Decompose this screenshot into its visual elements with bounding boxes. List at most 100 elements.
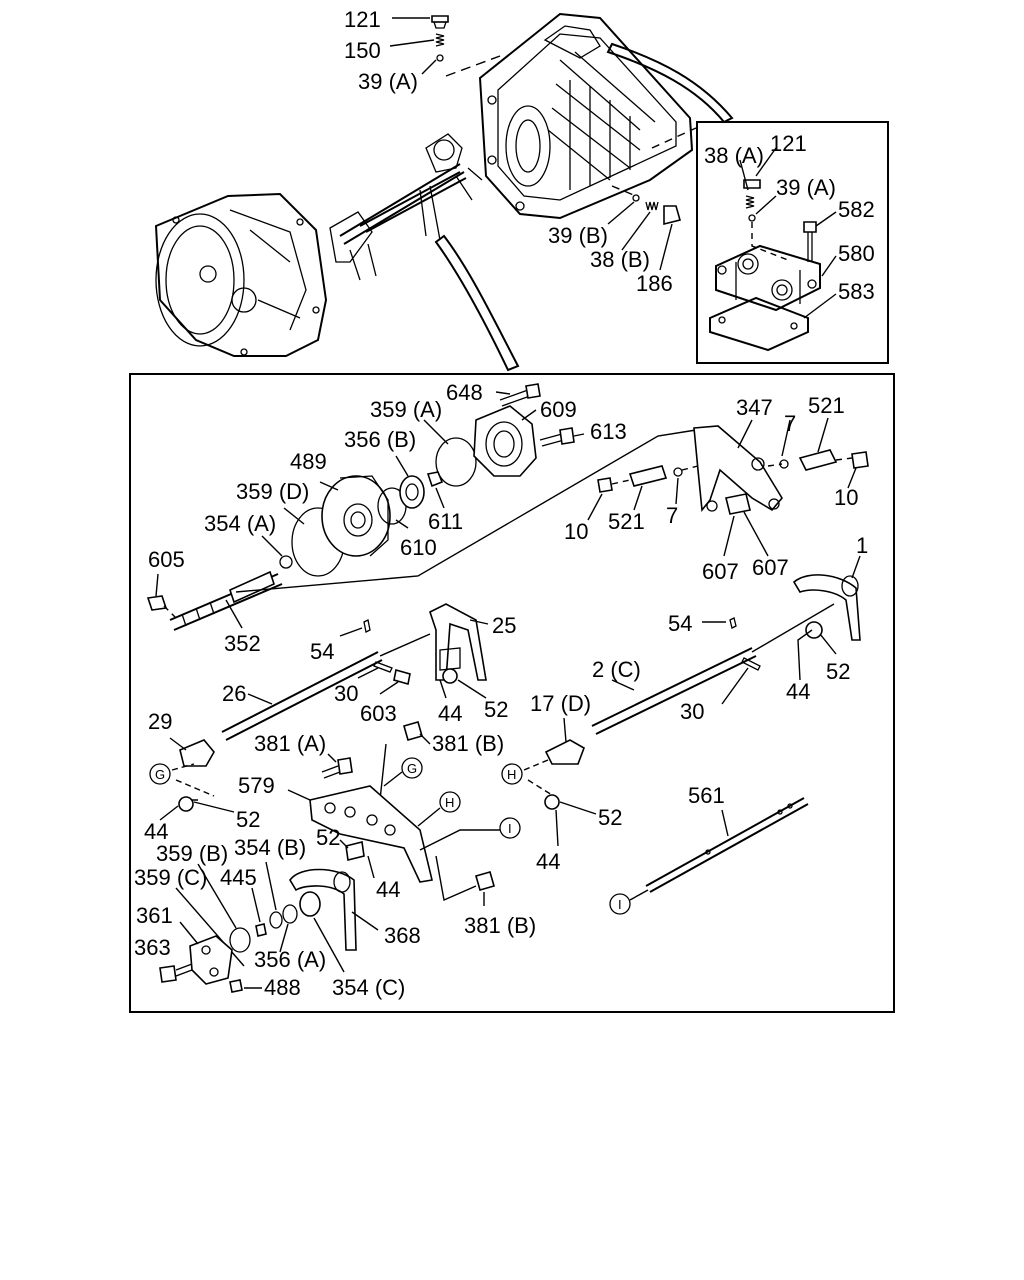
inset-ball-39a <box>748 214 756 222</box>
leader-c60 <box>555 809 559 847</box>
i-right-line <box>629 889 649 901</box>
inset-dash <box>751 222 789 261</box>
callout-52-left: 52 <box>236 807 260 832</box>
leader-c31 <box>723 515 735 557</box>
leader-c46 <box>721 667 749 705</box>
leader-c15 <box>521 409 537 421</box>
callout-52-right: 52 <box>598 805 622 830</box>
bolt-52-center <box>345 841 365 861</box>
callout-580: 580 <box>838 241 875 266</box>
bolt-381b-top <box>403 721 423 741</box>
callout-54-left: 54 <box>310 639 334 664</box>
leader-arrow-inset <box>606 42 734 124</box>
leader-arrow-main <box>434 234 520 372</box>
spring-150 <box>435 33 445 47</box>
dashed-link-top <box>445 55 501 77</box>
callout-381b-top: 381 (B) <box>432 731 504 756</box>
mark-i-center: I <box>508 821 512 836</box>
inset-bolt-582-shank <box>807 232 813 262</box>
leader-c55 <box>721 809 729 837</box>
connector-mark-letters: G G H H I I <box>155 761 622 912</box>
callout-648: 648 <box>446 380 483 405</box>
callout-368: 368 <box>384 923 421 948</box>
bolt-52-right <box>544 794 560 810</box>
pin-603 <box>393 668 411 686</box>
i-center-line <box>419 829 500 851</box>
leader-c59 <box>367 855 375 879</box>
oring-359b <box>229 927 251 953</box>
mark-g-left: G <box>155 767 165 782</box>
bolt-381b-bottom <box>475 871 495 891</box>
bolt-648 <box>499 383 541 407</box>
mark-h-right-circle <box>501 763 523 785</box>
dash-347-right <box>767 463 783 467</box>
callout-38a-inset: 38 (A) <box>704 143 764 168</box>
leader-c17 <box>737 419 753 449</box>
leader-c6 <box>755 195 777 215</box>
callout-445: 445 <box>220 865 257 890</box>
callout-488: 488 <box>264 975 301 1000</box>
oring-359a <box>435 437 477 487</box>
pin-54-right <box>729 617 737 629</box>
leader-c19 <box>817 417 829 453</box>
callout-359d: 359 (D) <box>236 479 309 504</box>
plate-579 <box>309 785 433 883</box>
leader-c24 <box>435 487 445 509</box>
mark-g-center: G <box>407 761 417 776</box>
leader-c64 <box>351 911 379 931</box>
pin-30-left <box>373 661 393 673</box>
callout-2c: 2 (C) <box>592 657 641 682</box>
assembly-line-a <box>235 429 697 593</box>
leader-c50 <box>563 717 567 743</box>
callout-356a: 356 (A) <box>254 947 326 972</box>
callout-359b: 359 (B) <box>156 841 228 866</box>
leader-c34 <box>225 599 243 629</box>
callout-610: 610 <box>400 535 437 560</box>
leader-c21 <box>319 481 339 491</box>
callout-39a-top: 39 (A) <box>358 69 418 94</box>
callout-44-right: 44 <box>536 849 560 874</box>
leader-c29 <box>675 477 679 505</box>
inset-gasket-hole-1 <box>718 316 726 324</box>
leader-c45 <box>797 629 813 681</box>
pin-30-right <box>741 657 761 671</box>
callout-561: 561 <box>688 783 725 808</box>
ring-354a <box>279 555 293 569</box>
cap-361 <box>189 935 233 985</box>
inset-plug-121 <box>743 179 761 189</box>
g-center-line <box>383 771 403 787</box>
mark-i-right: I <box>618 897 622 912</box>
bolt-52-left <box>178 796 194 812</box>
inset-gasket-hole-2 <box>790 322 798 330</box>
nut-605 <box>146 595 168 611</box>
g-left-lines <box>171 763 215 801</box>
shift-rail-assembly <box>329 133 483 281</box>
main-box <box>129 373 895 1013</box>
leader-c41 <box>379 681 399 695</box>
callout-605: 605 <box>148 547 185 572</box>
ring-356a <box>282 904 298 924</box>
leader-c57 <box>197 863 237 929</box>
callout-17d: 17 (D) <box>530 691 591 716</box>
bearing-356b-inner <box>405 483 419 501</box>
inset-cover-580 <box>715 244 821 312</box>
callout-52-fork1: 52 <box>826 659 850 684</box>
leader-c14 <box>423 419 449 445</box>
callout-381b-bottom: 381 (B) <box>464 913 536 938</box>
leader-c25 <box>395 519 409 529</box>
callout-25: 25 <box>492 613 516 638</box>
leader-c4 <box>739 159 749 191</box>
leader-c27 <box>847 467 857 489</box>
callout-579: 579 <box>238 773 275 798</box>
callout-489: 489 <box>290 449 327 474</box>
leader-c69 <box>313 917 345 973</box>
housing-609 <box>473 405 537 477</box>
bolt-10-left <box>597 477 613 493</box>
cover-489 <box>321 475 391 557</box>
nut-611 <box>426 471 444 488</box>
leader-c40 <box>357 667 379 679</box>
callout-609: 609 <box>540 397 577 422</box>
ball-39a <box>436 54 444 62</box>
shaft-521-left <box>628 465 668 487</box>
nut-607 <box>725 493 751 515</box>
